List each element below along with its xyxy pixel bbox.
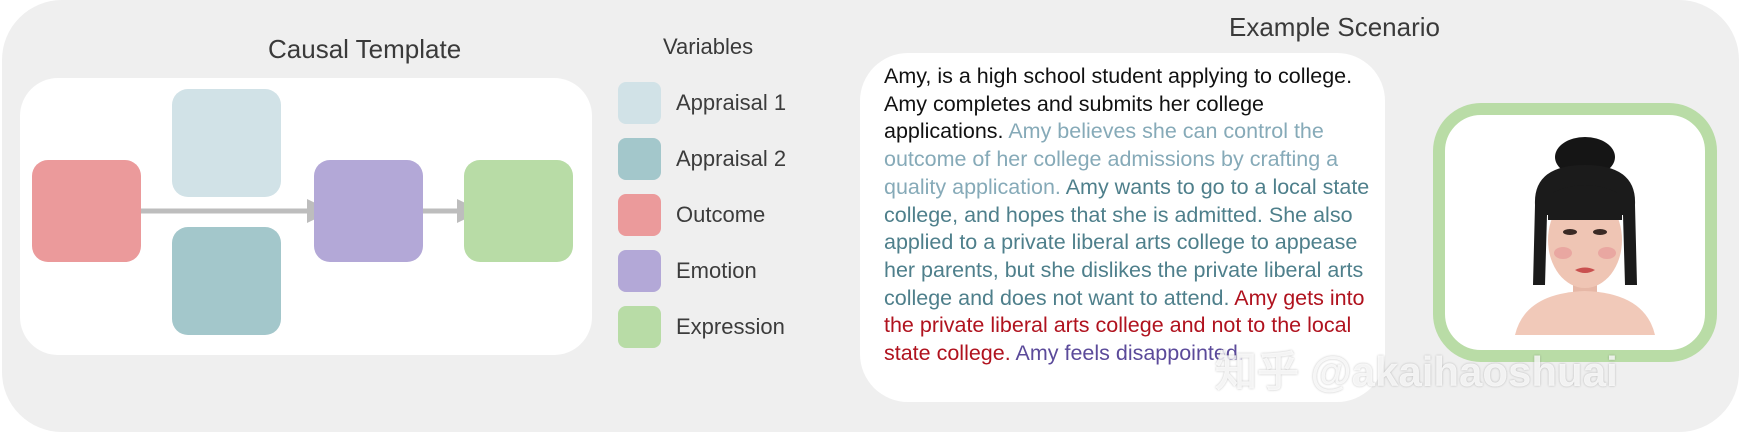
watermark: 知乎 @akaihaoshuai	[1215, 348, 1618, 395]
legend-label: Appraisal 2	[676, 146, 787, 171]
scenario-text: Amy, is a high school student applying t…	[884, 63, 1374, 368]
appraisal2-node	[172, 227, 281, 335]
scenario-card: Amy, is a high school student applying t…	[860, 53, 1385, 402]
legend-swatch	[618, 82, 661, 124]
scenario-appraisal1: Amy believes she can control the outcome…	[884, 119, 1339, 199]
scenario-intro: Amy, is a high school student applying t…	[884, 64, 1353, 144]
causal-template-title: Causal Template	[268, 34, 462, 64]
legend-swatch	[618, 306, 661, 348]
appraisal1-node	[172, 89, 281, 197]
example-scenario-title: Example Scenario	[1229, 12, 1440, 42]
expression-frame	[1433, 103, 1717, 362]
scenario-outcome: Amy gets into the private liberal arts c…	[884, 285, 1365, 366]
legend-swatch	[618, 250, 661, 292]
legend-label: Expression	[676, 314, 785, 339]
causal-template-card	[20, 78, 592, 355]
legend-label: Outcome	[676, 202, 766, 227]
expression-node	[464, 160, 573, 262]
scenario-emotion: Amy feels disappointed.	[1015, 341, 1244, 366]
emotion-node	[314, 160, 423, 262]
outcome-node	[32, 160, 141, 262]
legend-label: Emotion	[676, 258, 757, 283]
face-render-icon	[1515, 137, 1655, 335]
variables-title: Variables	[663, 34, 754, 59]
scenario-appraisal2: Amy wants to go to a local state college…	[884, 174, 1370, 310]
legend-swatch	[618, 194, 661, 236]
legend-swatch	[618, 138, 661, 180]
legend-label: Appraisal 1	[676, 90, 787, 115]
